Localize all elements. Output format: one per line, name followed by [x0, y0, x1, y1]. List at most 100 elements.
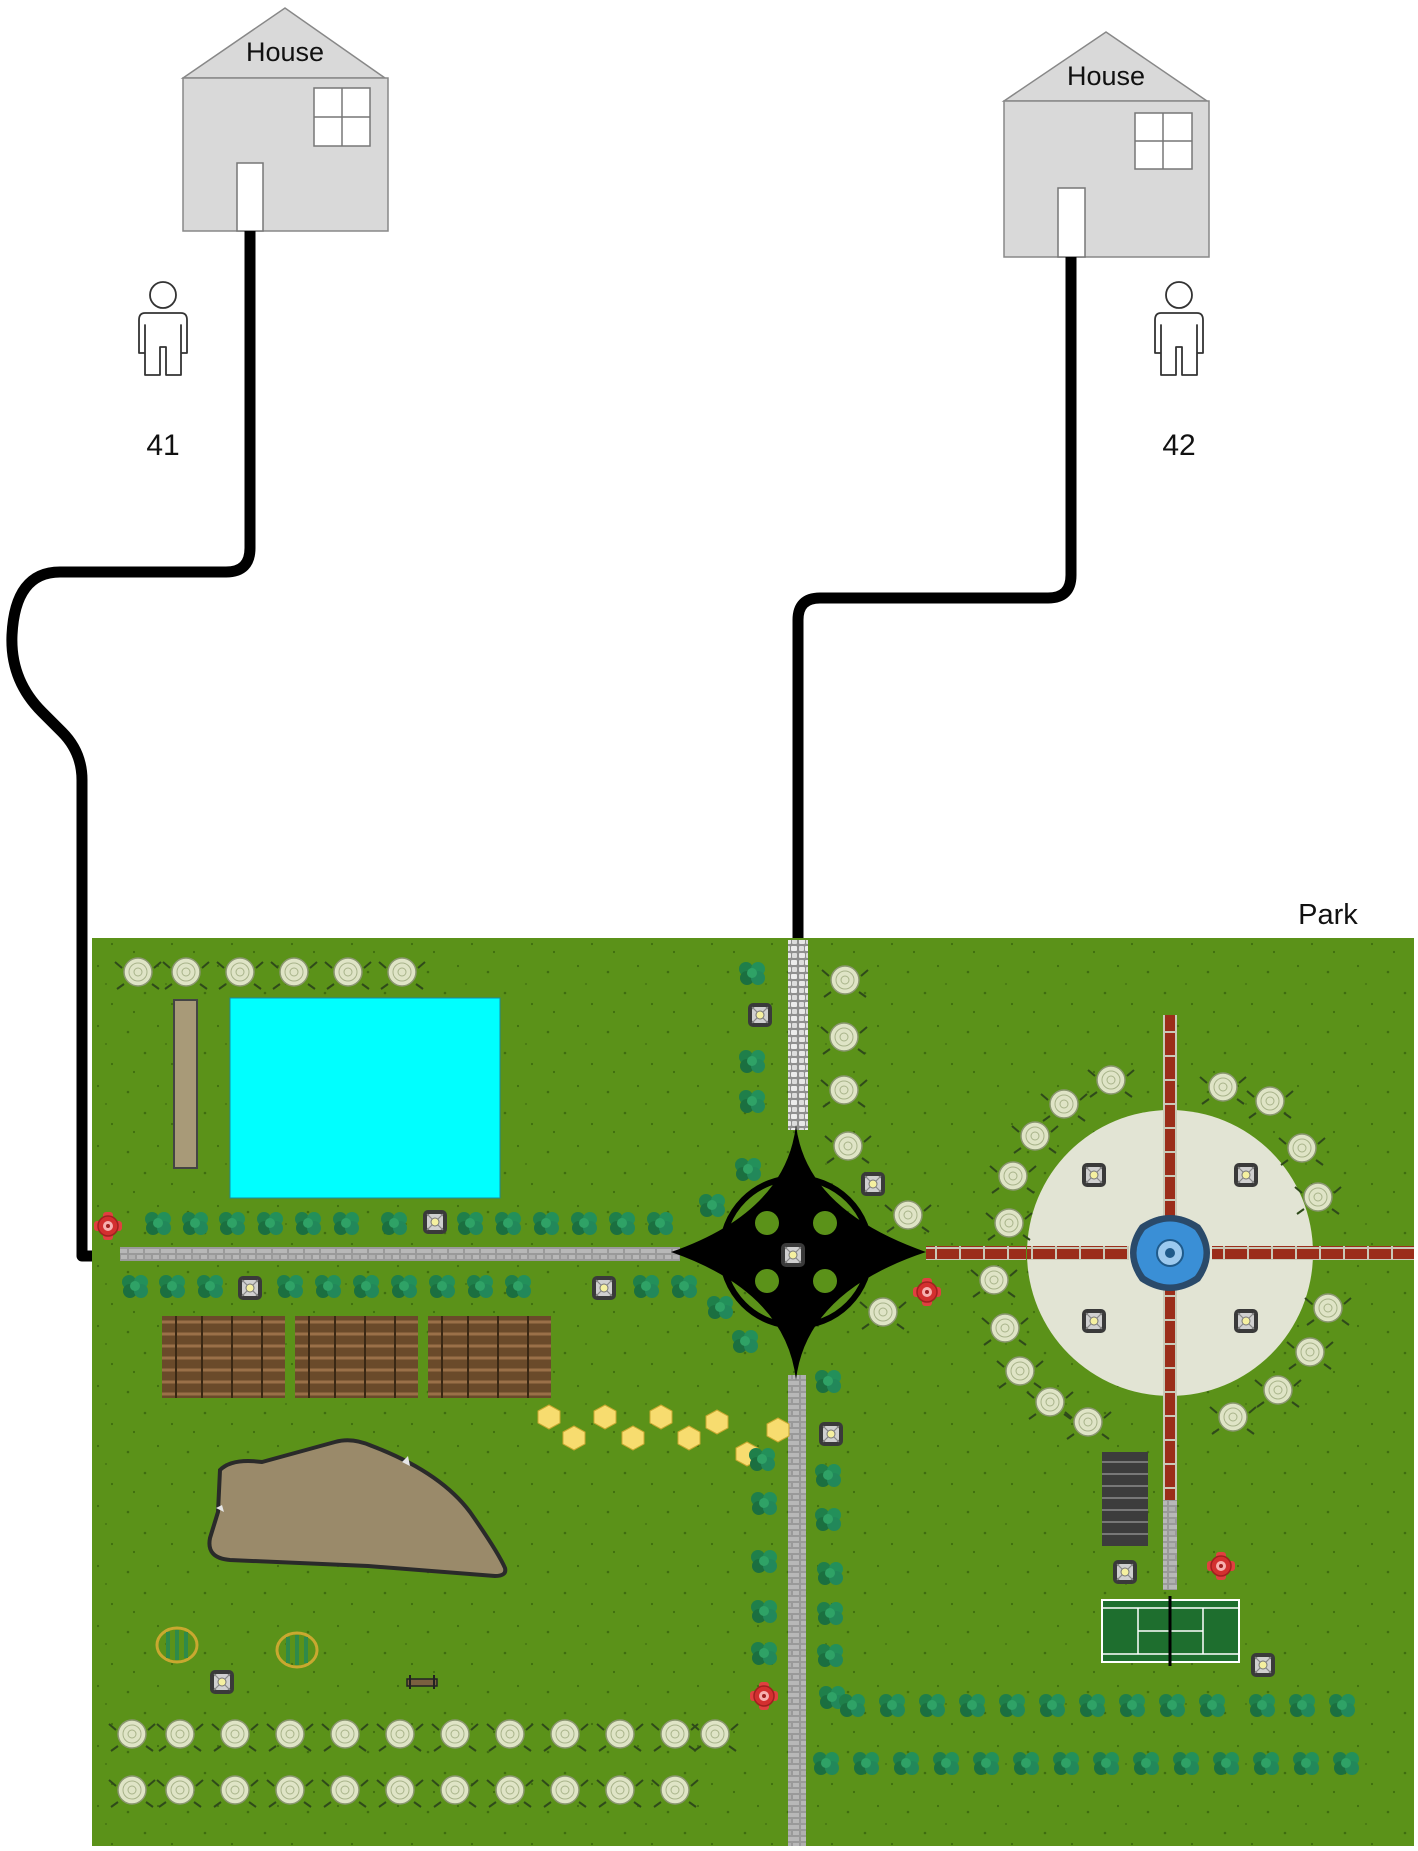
shrub-icon — [699, 1194, 725, 1217]
shrub-icon — [197, 1275, 223, 1298]
stairs-icon — [1102, 1452, 1148, 1546]
person-icon — [138, 281, 188, 376]
lamp-icon — [1081, 1162, 1107, 1188]
shrub-icon — [1093, 1752, 1119, 1775]
lamp-icon — [237, 1275, 263, 1301]
shrub-icon — [457, 1212, 483, 1235]
shrub-icon — [1213, 1752, 1239, 1775]
lamp-icon — [1112, 1559, 1138, 1585]
shrub-icon — [815, 1370, 841, 1393]
shrub-icon — [1333, 1752, 1359, 1775]
shrub-icon — [295, 1212, 321, 1235]
shrub-icon — [1329, 1694, 1355, 1717]
shrub-icon — [739, 962, 765, 985]
person-41: 41 — [138, 281, 188, 462]
bench-icon — [406, 1675, 438, 1689]
shrub-icon — [735, 1158, 761, 1181]
rock-icon — [207, 1438, 508, 1579]
shrub-icon — [879, 1694, 905, 1717]
shrub-icon — [1053, 1752, 1079, 1775]
shrub-icon — [853, 1752, 879, 1775]
shrub-icon — [959, 1694, 985, 1717]
lamp-icon — [1250, 1652, 1276, 1678]
playground-icon — [155, 1626, 199, 1664]
house-2: House — [1001, 31, 1210, 258]
stone-path-court — [1163, 1500, 1177, 1590]
shrub-icon — [893, 1752, 919, 1775]
lamp-icon — [209, 1669, 235, 1695]
walkway-north-cobble — [788, 940, 808, 1130]
shrub-icon — [505, 1275, 531, 1298]
shrub-icon — [817, 1644, 843, 1667]
shrub-icon — [429, 1275, 455, 1298]
shrub-icon — [391, 1275, 417, 1298]
shrub-icon — [739, 1050, 765, 1073]
shrub-icon — [182, 1212, 208, 1235]
lamp-icon — [1081, 1308, 1107, 1334]
park-label: Park — [1298, 899, 1358, 931]
house-icon — [1001, 31, 1210, 258]
shrub-icon — [467, 1275, 493, 1298]
walkway-west — [120, 1247, 680, 1261]
brick-path-west — [926, 1246, 1026, 1260]
shrub-icon — [839, 1694, 865, 1717]
shrub-icon — [999, 1694, 1025, 1717]
shrub-icon — [609, 1212, 635, 1235]
walkway-south — [788, 1375, 806, 1846]
pergola-icon — [162, 1316, 285, 1398]
shrub-icon — [815, 1508, 841, 1531]
lamp-icon — [591, 1275, 617, 1301]
shrub-icon — [315, 1275, 341, 1298]
shrub-icon — [707, 1296, 733, 1319]
shrub-icon — [277, 1275, 303, 1298]
lamp-icon — [818, 1421, 844, 1447]
pergola-icon — [428, 1316, 551, 1398]
shrub-icon — [333, 1212, 359, 1235]
person-number: 42 — [1162, 429, 1195, 462]
lamp-icon — [1233, 1308, 1259, 1334]
playground-icon — [275, 1631, 319, 1669]
shrub-icon — [1199, 1694, 1225, 1717]
shrub-icon — [353, 1275, 379, 1298]
shrub-icon — [813, 1752, 839, 1775]
person-number: 41 — [146, 429, 179, 462]
shrub-icon — [751, 1492, 777, 1515]
shrub-icon — [257, 1212, 283, 1235]
shrub-icon — [533, 1212, 559, 1235]
shrub-icon — [122, 1275, 148, 1298]
path-house-2 — [792, 257, 1077, 940]
shrub-icon — [751, 1600, 777, 1623]
shrub-icon — [1159, 1694, 1185, 1717]
house-label: House — [1067, 61, 1145, 91]
shrub-icon — [633, 1275, 659, 1298]
shrub-icon — [1173, 1752, 1199, 1775]
shrub-icon — [671, 1275, 697, 1298]
shrub-icon — [1293, 1752, 1319, 1775]
shrub-icon — [751, 1550, 777, 1573]
fountain-icon — [1130, 1215, 1210, 1291]
pergolas — [162, 1316, 551, 1398]
shrub-icon — [732, 1330, 758, 1353]
shrub-icon — [1249, 1694, 1275, 1717]
shrub-icon — [1289, 1694, 1315, 1717]
shrub-icon — [1119, 1694, 1145, 1717]
shrub-icon — [817, 1602, 843, 1625]
shrub-icon — [919, 1694, 945, 1717]
shrub-icon — [1079, 1694, 1105, 1717]
lamp-icon — [1233, 1162, 1259, 1188]
shrub-icon — [381, 1212, 407, 1235]
park: Park — [92, 899, 1414, 1846]
shrub-icon — [495, 1212, 521, 1235]
bench-icon — [173, 999, 198, 1169]
person-icon — [1154, 281, 1204, 376]
shrub-icon — [751, 1642, 777, 1665]
lamp-icon — [780, 1242, 806, 1268]
shrub-icon — [739, 1090, 765, 1113]
shrub-icon — [817, 1562, 843, 1585]
shrub-icon — [1013, 1752, 1039, 1775]
shrub-icon — [159, 1275, 185, 1298]
shrub-icon — [647, 1212, 673, 1235]
honeycomb-stepping-stones — [537, 1404, 790, 1467]
path-house-1 — [6, 231, 256, 1262]
